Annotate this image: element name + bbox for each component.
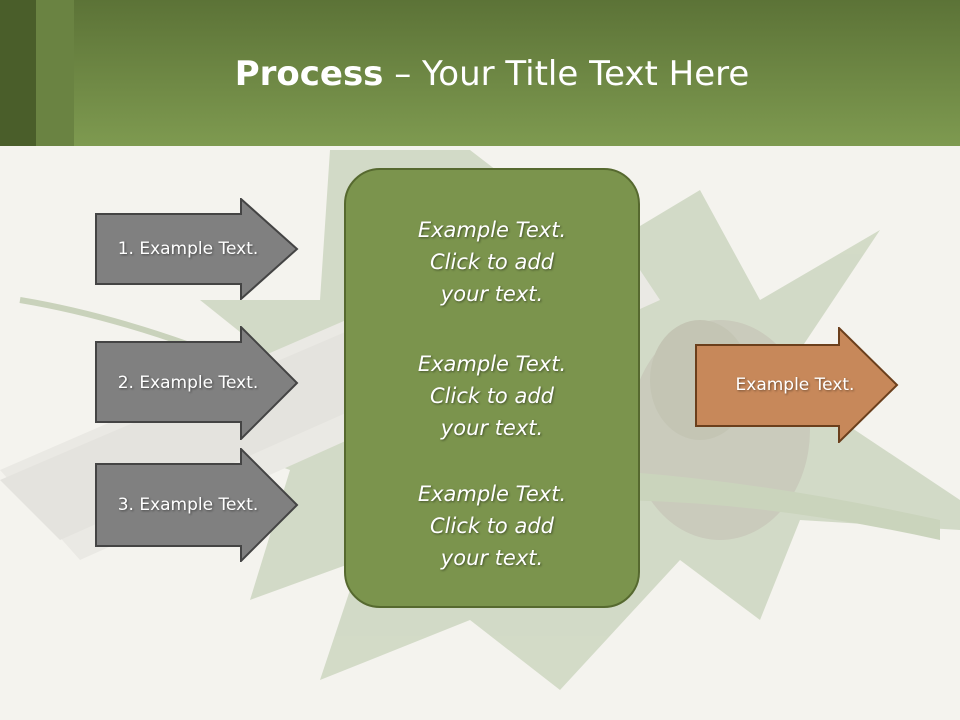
step-arrow-2-shape bbox=[95, 326, 299, 440]
step-label-1: 1. Example Text. bbox=[117, 239, 259, 259]
center-block-2-line-2: Click to add bbox=[429, 384, 554, 408]
slide-title-rest: – Your Title Text Here bbox=[383, 54, 750, 94]
header-bar: Process – Your Title Text Here bbox=[0, 0, 960, 146]
result-arrow-shape bbox=[695, 327, 899, 443]
slide-title[interactable]: Process – Your Title Text Here bbox=[0, 52, 960, 96]
step-label-2: 2. Example Text. bbox=[117, 373, 259, 393]
center-block-1-line-2: Click to add bbox=[429, 250, 554, 274]
center-text-block-1: Example Text. Click to add your text. bbox=[346, 214, 638, 310]
center-text-block-3: Example Text. Click to add your text. bbox=[346, 478, 638, 574]
center-block-3-line-1: Example Text. bbox=[417, 482, 567, 506]
result-label: Example Text. bbox=[735, 375, 855, 395]
center-block-2-line-3: your text. bbox=[440, 416, 544, 440]
step-arrow-3[interactable]: 3. Example Text. bbox=[95, 448, 299, 562]
center-block-1-line-1: Example Text. bbox=[417, 218, 567, 242]
step-arrow-1[interactable]: 1. Example Text. bbox=[95, 198, 299, 300]
center-text-box[interactable]: Example Text. Click to add your text. Ex… bbox=[344, 168, 640, 608]
header-accent-stripe bbox=[0, 0, 36, 146]
step-arrow-2[interactable]: 2. Example Text. bbox=[95, 326, 299, 440]
result-arrow[interactable]: Example Text. bbox=[695, 327, 899, 443]
center-text-block-2: Example Text. Click to add your text. bbox=[346, 348, 638, 444]
header-accent-stripe-light bbox=[36, 0, 74, 146]
center-block-2-line-1: Example Text. bbox=[417, 352, 567, 376]
step-arrow-3-shape bbox=[95, 448, 299, 562]
center-block-1-line-3: your text. bbox=[440, 282, 544, 306]
slide-title-bold: Process bbox=[234, 54, 384, 94]
step-arrow-1-shape bbox=[95, 198, 299, 300]
center-block-3-line-3: your text. bbox=[440, 546, 544, 570]
step-label-3: 3. Example Text. bbox=[117, 495, 259, 515]
center-block-3-line-2: Click to add bbox=[429, 514, 554, 538]
